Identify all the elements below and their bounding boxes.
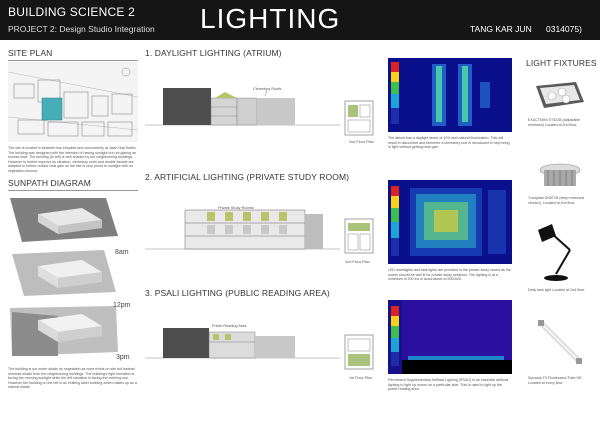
fixture-caption-1: EXACTMINI ST422B (adjustable recessed) L… <box>528 118 581 127</box>
section-3-elevation <box>145 328 340 359</box>
sunpath-diagram <box>8 192 120 362</box>
section-2-lux-render <box>388 180 512 264</box>
section-3-text: Permanent Supplementary Artificial Light… <box>388 378 509 392</box>
section-1-elevation <box>145 88 340 126</box>
led-downlight-fixture-icon <box>539 163 581 186</box>
sunpath-time-12pm: 12pm <box>113 302 131 309</box>
section-1-plan-label: 2nd Floor Plan <box>349 140 374 144</box>
tube-light-fixture-icon <box>538 320 582 364</box>
course-title: BUILDING SCIENCE 2 <box>8 5 135 19</box>
section-3-plan-label: 1st Floor Plan <box>349 376 373 380</box>
section-1-annotation: Clerestory Roofs <box>253 87 282 91</box>
section-2-heading: 2. ARTIFICIAL LIGHTING (PRIVATE STUDY RO… <box>145 172 350 182</box>
project-subtitle: PROJECT 2: Design Studio Integration <box>8 24 155 34</box>
site-plan-drawing <box>8 62 138 142</box>
section-2-annotation: Private Study Rooms <box>218 206 254 210</box>
section-1-floor-plan <box>344 100 374 136</box>
section-2-plan-label: 2nd Floor Plan <box>345 260 370 264</box>
sunpath-time-8am: 8am <box>115 249 129 256</box>
sunpath-time-3pm: 3pm <box>116 354 130 361</box>
section-2-text: LED downlights and task lights are provi… <box>388 268 511 282</box>
fixture-caption-4: Sylvania T5 Fluorescent Tube HE. Located… <box>528 376 583 385</box>
fixture-caption-3: Desk task light Located at 2nd floor. <box>528 288 585 292</box>
section-2-floor-plan <box>344 218 374 254</box>
fixture-caption-2: 'Coloplast DN571B (deep recessed version… <box>528 196 585 205</box>
section-3-lux-render <box>388 300 512 374</box>
sunpath-heading: SUNPATH DIAGRAM <box>8 178 138 191</box>
section-1-heading: 1. DAYLIGHT LIGHTING (ATRIUM) <box>145 48 282 58</box>
desk-lamp-fixture-icon <box>538 224 571 281</box>
header-bar: BUILDING SCIENCE 2 PROJECT 2: Design Stu… <box>0 0 600 40</box>
page-title: LIGHTING <box>200 3 341 34</box>
sunpath-text: The building is not under shade by veget… <box>8 367 137 390</box>
student-name: TANG KAR JUN <box>470 24 532 34</box>
section-1-lux-render <box>388 58 512 132</box>
section-3-floor-plan <box>344 334 374 370</box>
section-2-elevation <box>145 209 340 250</box>
downlight-fixture-icon <box>536 82 584 108</box>
site-plan-text: The site is located in between two shopl… <box>8 146 137 173</box>
site-plan-heading: SITE PLAN <box>8 48 138 61</box>
section-3-annotation: Public Reading Area <box>212 324 247 328</box>
student-id: 0314075) <box>546 24 582 34</box>
section-1-text: The atrium has a daylight factor of 10% … <box>388 136 510 150</box>
section-3-heading: 3. PSALI LIGHTING (PUBLIC READING AREA) <box>145 288 330 298</box>
fixtures-heading: LIGHT FIXTURES <box>526 58 597 68</box>
